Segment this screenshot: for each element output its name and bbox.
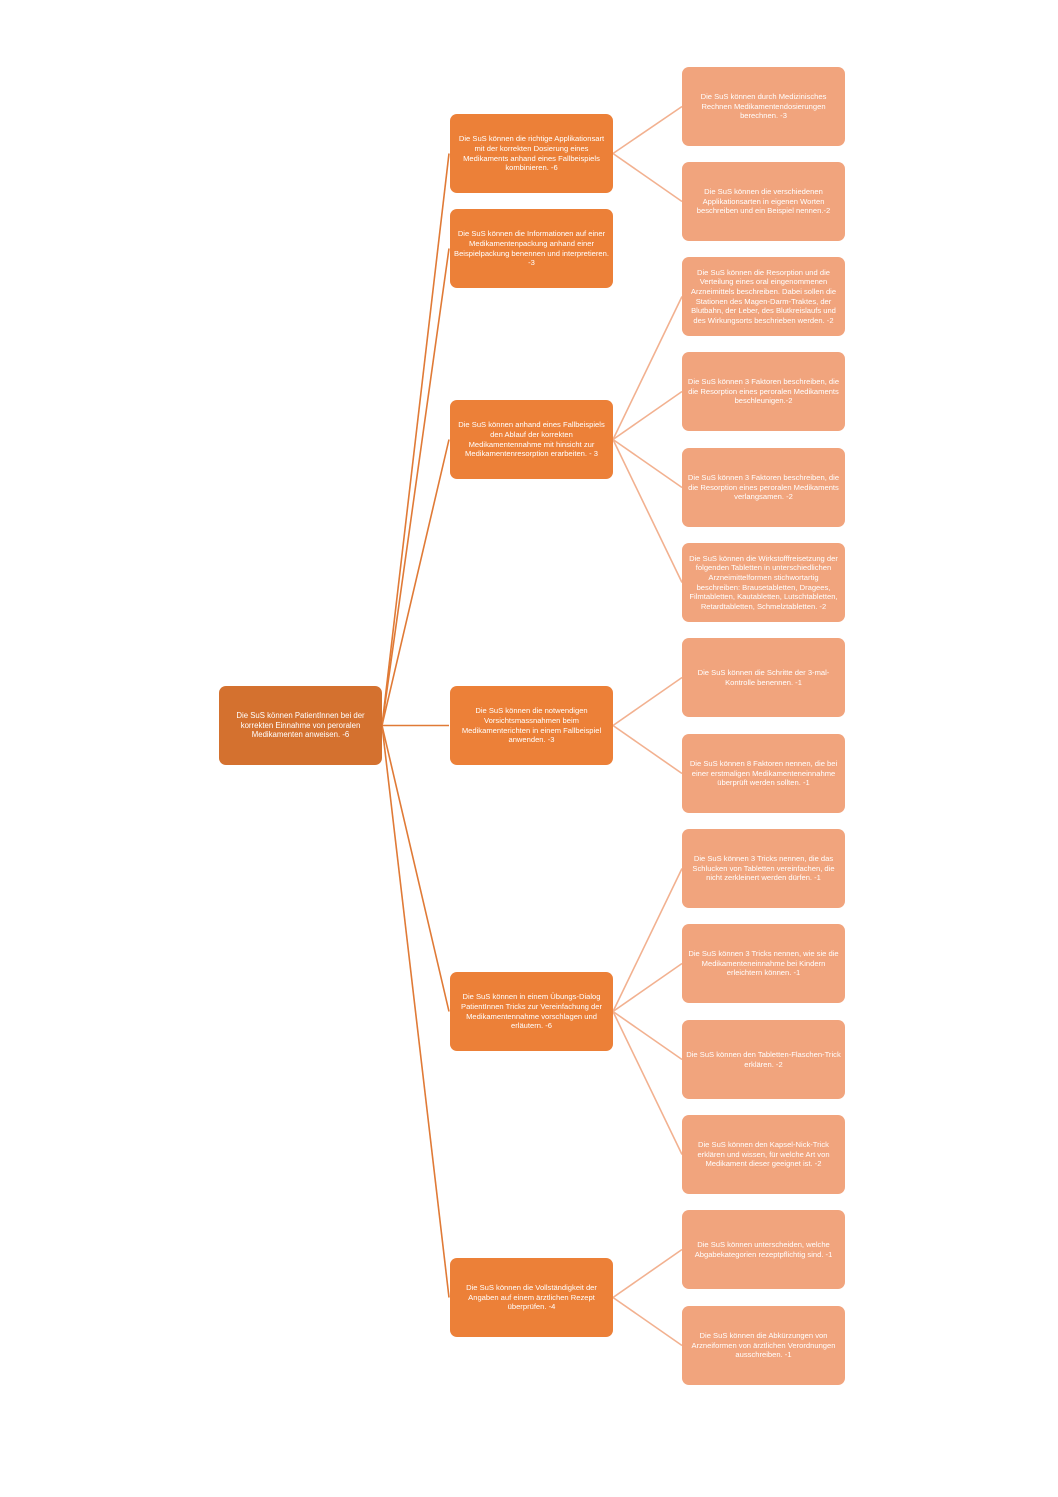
connector-root-goal-3 [381, 439, 450, 726]
connector-goal-3-subgoal-3 [612, 438, 683, 489]
connector-goal-6-subgoal-1 [612, 1248, 683, 1299]
goal-node-2: Die SuS können die Informationen auf ein… [450, 209, 613, 288]
connector-goal-1-subgoal-2 [612, 152, 683, 203]
connector-root-goal-2 [381, 248, 450, 726]
subgoal-node-4-2: Die SuS können 8 Faktoren nennen, die be… [682, 734, 845, 813]
subgoal-node-6-2: Die SuS können die Abkürzungen von Arzne… [682, 1306, 845, 1385]
subgoal-node-1-1: Die SuS können durch Medizinisches Rechn… [682, 67, 845, 146]
connector-goal-6-subgoal-2 [612, 1296, 683, 1347]
connector-goal-4-subgoal-1 [612, 676, 683, 727]
subgoal-node-3-1: Die SuS können die Resorption und die Ve… [682, 257, 845, 336]
connector-goal-1-subgoal-1 [612, 105, 683, 155]
subgoal-node-3-3: Die SuS können 3 Faktoren beschreiben, d… [682, 448, 845, 527]
connector-goal-5-subgoal-3 [612, 1010, 683, 1061]
subgoal-node-4-1: Die SuS können die Schritte der 3-mal-Ko… [682, 638, 845, 717]
connector-goal-5-subgoal-4 [612, 1011, 683, 1155]
connector-root-goal-5 [381, 725, 450, 1012]
subgoal-node-5-1: Die SuS können 3 Tricks nennen, die das … [682, 829, 845, 908]
subgoal-node-5-4: Die SuS können den Kapsel-Nick-Trick erk… [682, 1115, 845, 1194]
connector-goal-5-subgoal-2 [612, 962, 683, 1013]
connector-goal-4-subgoal-2 [612, 724, 683, 775]
root-goal: Die SuS können PatientInnen bei der korr… [219, 686, 382, 765]
goal-node-1: Die SuS können die richtige Applikations… [450, 114, 613, 193]
goal-node-3: Die SuS können anhand eines Fallbeispiel… [450, 400, 613, 479]
subgoal-node-5-2: Die SuS können 3 Tricks nennen, wie sie … [682, 924, 845, 1003]
connector-goal-5-subgoal-1 [612, 868, 683, 1012]
subgoal-node-1-2: Die SuS können die verschiedenen Applika… [682, 162, 845, 241]
subgoal-node-6-1: Die SuS können unterscheiden, welche Abg… [682, 1210, 845, 1289]
connector-root-goal-6 [381, 725, 450, 1298]
subgoal-node-3-4: Die SuS können die Wirkstofffreisetzung … [682, 543, 845, 622]
subgoal-node-5-3: Die SuS können den Tabletten-Flaschen-Tr… [682, 1020, 845, 1099]
connector-root-goal-1 [381, 153, 450, 726]
subgoal-node-3-2: Die SuS können 3 Faktoren beschreiben, d… [682, 352, 845, 431]
connector-goal-3-subgoal-1 [612, 296, 683, 440]
goal-node-6: Die SuS können die Vollständigkeit der A… [450, 1258, 613, 1337]
connector-goal-3-subgoal-2 [612, 390, 683, 441]
goal-node-5: Die SuS können in einem Übungs-Dialog Pa… [450, 972, 613, 1051]
goal-node-4: Die SuS können die notwendigen Vorsichts… [450, 686, 613, 765]
connector-goal-3-subgoal-4 [612, 439, 683, 583]
